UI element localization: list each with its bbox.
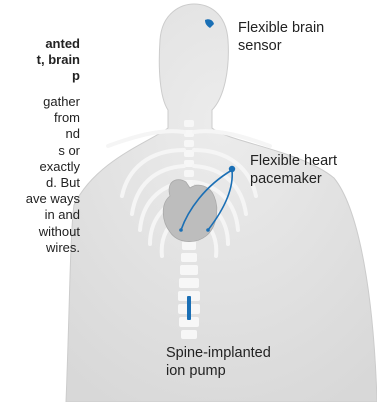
sidebar-body: gather from nd s or exactly d. But ave w…: [0, 94, 80, 256]
ion-pump-label: Spine-implanted ion pump: [166, 344, 271, 380]
sidebar-heading: anted t, brain p: [0, 36, 80, 84]
ion-pump-device: [187, 296, 191, 320]
heart-pacemaker-label: Flexible heart pacemaker: [250, 152, 337, 188]
brain-sensor-label: Flexible brain sensor: [238, 19, 324, 55]
body-silhouette: [66, 4, 377, 402]
